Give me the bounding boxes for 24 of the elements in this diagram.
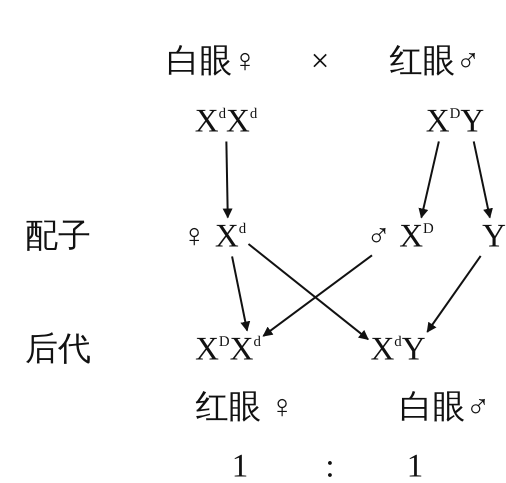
phenotype-label: 白眼♂ <box>400 392 490 424</box>
arrow <box>418 141 440 219</box>
genotype-text: ♂ X$^{D}$ <box>366 220 434 254</box>
genotype-text: X$^{D}$X$^{d}$ <box>195 334 261 366</box>
genotype-text: ♀ X$^{d}$ <box>182 220 246 254</box>
genotype-text: X$^{d}$X$^{d}$ <box>194 106 258 138</box>
phenotype-label: 白眼♀ <box>166 46 258 78</box>
arrow <box>222 141 233 218</box>
phenotype-label: 红眼♂ <box>390 46 480 78</box>
ratio-number: 1 <box>406 450 424 483</box>
row-label: 后代 <box>25 334 91 366</box>
cross-sign: × <box>310 46 330 78</box>
arrow <box>248 243 369 340</box>
ratio-number: 1 <box>232 450 248 483</box>
arrow <box>472 141 493 219</box>
genotype-text: Y <box>482 220 506 254</box>
row-label: 配子 <box>25 220 91 254</box>
arrow <box>426 255 482 333</box>
phenotype-label: 红眼 ♀ <box>196 392 294 424</box>
genotype-text: X$^{d}$Y <box>370 334 426 366</box>
arrow <box>231 256 250 332</box>
genotype-text: X$^{D}$Y <box>426 106 484 138</box>
ratio-colon: : <box>325 450 335 483</box>
arrow <box>262 254 373 337</box>
